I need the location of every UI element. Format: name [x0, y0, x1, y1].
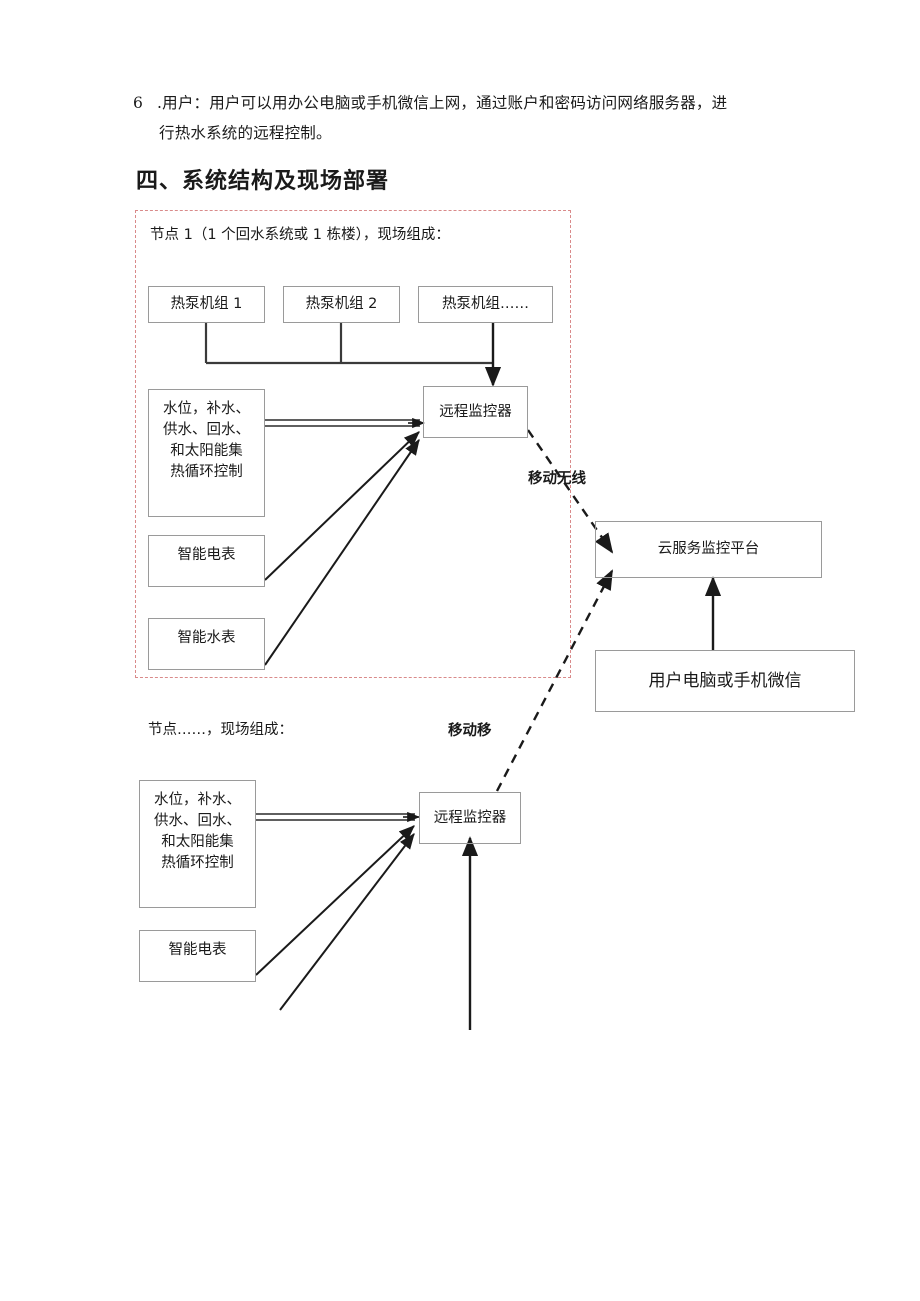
heat-pump-unit-more: 热泵机组……	[418, 286, 553, 323]
node1-wireless-label: 移动无线	[528, 471, 586, 487]
heat-pump-unit-2-label: 热泵机组 2	[305, 296, 378, 312]
node1-sensor-line-3: 和太阳能集	[170, 443, 243, 459]
node-n-remote-monitor-label: 远程监控器	[433, 809, 507, 826]
node1-remote-monitor: 远程监控器	[423, 386, 528, 438]
node-n-remote-monitor: 远程监控器	[419, 792, 521, 844]
user-terminal-label: 用户电脑或手机微信	[648, 670, 802, 691]
heat-pump-unit-1-label: 热泵机组 1	[170, 296, 243, 312]
node-n-caption: 节点……，现场组成：	[148, 722, 293, 738]
node-n-sensor-line-1: 水位，补水、	[154, 792, 241, 808]
paragraph-line-1: .用户：用户可以用办公电脑或手机微信上网，通过账户和密码访问网络服务器，进	[157, 94, 728, 112]
cloud-service-platform-label: 云服务监控平台	[657, 541, 760, 557]
node1-smart-electric-meter-label: 智能电表	[177, 547, 236, 563]
node1-remote-monitor-label: 远程监控器	[439, 403, 512, 420]
heat-pump-unit-1: 热泵机组 1	[148, 286, 265, 323]
node1-sensor-control-box: 水位，补水、 供水、回水、 和太阳能集 热循环控制	[148, 389, 265, 517]
section-heading: 四、系统结构及现场部署	[136, 169, 390, 194]
node1-smart-electric-meter: 智能电表	[148, 535, 265, 587]
node-n-smart-electric-meter-label: 智能电表	[168, 942, 227, 958]
node-n-sensor-line-4: 热循环控制	[161, 855, 234, 871]
node1-sensor-line-2: 供水、回水、	[163, 422, 250, 438]
node1-smart-water-meter: 智能水表	[148, 618, 265, 670]
node1-smart-water-meter-label: 智能水表	[177, 630, 236, 646]
node1-caption: 节点 1（1 个回水系统或 1 栋楼），现场组成：	[150, 227, 450, 243]
paragraph-number: 6	[133, 94, 144, 112]
node-n-sensor-control-box: 水位，补水、 供水、回水、 和太阳能集 热循环控制	[139, 780, 256, 908]
node-n-smart-electric-meter: 智能电表	[139, 930, 256, 982]
node-n-sensor-line-3: 和太阳能集	[161, 834, 234, 850]
user-terminal: 用户电脑或手机微信	[595, 650, 855, 712]
heat-pump-unit-2: 热泵机组 2	[283, 286, 400, 323]
paragraph-line-2: 行热水系统的远程控制。	[159, 124, 332, 142]
node1-sensor-line-1: 水位，补水、	[163, 401, 250, 417]
node-n-sensor-line-2: 供水、回水、	[154, 813, 241, 829]
cloud-service-platform: 云服务监控平台	[595, 521, 822, 578]
paragraph-item-6: 6 .用户：用户可以用办公电脑或手机微信上网，通过账户和密码访问网络服务器，进 行…	[133, 88, 801, 148]
heat-pump-unit-more-label: 热泵机组……	[442, 296, 529, 312]
node1-sensor-line-4: 热循环控制	[170, 464, 243, 480]
node-n-wireless-label: 移动移	[448, 723, 492, 739]
